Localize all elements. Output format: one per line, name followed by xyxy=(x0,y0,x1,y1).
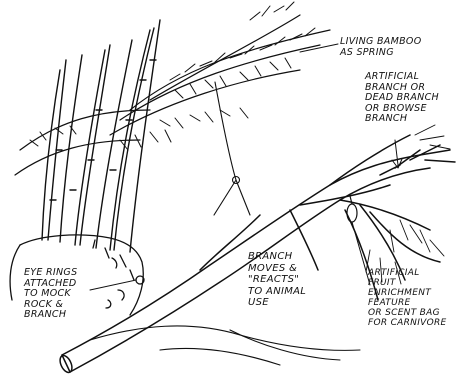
label-branch-moves: BRANCH MOVES & "REACTS" TO ANIMAL USE xyxy=(248,251,306,309)
label-living-bamboo: LIVING BAMBOO AS SPRING xyxy=(340,37,421,58)
label-fruit-feature: ARTIFICIAL FRUIT ENRICHMENT FEATURE OR S… xyxy=(368,268,447,328)
ground-roots xyxy=(90,326,360,365)
bamboo-stalks xyxy=(42,20,160,252)
support-cords xyxy=(214,82,250,215)
fine-twigs xyxy=(366,125,450,284)
label-artificial-branch: ARTIFICIAL BRANCH OR DEAD BRANCH OR BROW… xyxy=(365,72,439,125)
fruit-feature xyxy=(347,196,357,222)
bamboo-leaves xyxy=(30,2,315,150)
label-eye-rings: EYE RINGS ATTACHED TO MOCK ROCK & BRANCH xyxy=(24,268,77,321)
